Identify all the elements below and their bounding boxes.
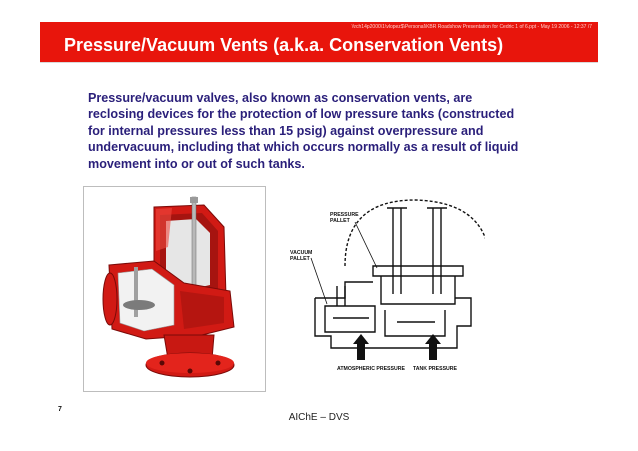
- pressure-pallet-label: PRESSURE PALLET: [330, 212, 359, 224]
- file-path-text: \\rch14p2000\1\vlopez$\Personal\KBR Road…: [351, 24, 592, 30]
- footer-text: AIChE – DVS: [288, 412, 350, 423]
- slide-title: Pressure/Vacuum Vents (a.k.a. Conservati…: [64, 35, 504, 55]
- valve-photo: [83, 186, 266, 392]
- body-paragraph: Pressure/vacuum valves, also known as co…: [88, 91, 519, 171]
- tank-pressure-label: TANK PRESSURE: [413, 366, 458, 372]
- title-banner: \\rch14p2000\1\vlopez$\Personal\KBR Road…: [40, 22, 598, 62]
- schematic-linework: [310, 199, 485, 360]
- atmospheric-pressure-label: ATMOSPHERIC PRESSURE: [337, 366, 405, 372]
- vacuum-pallet-label: VACUUM PALLET: [290, 250, 313, 262]
- page-number: 7: [58, 406, 62, 413]
- valve-cutaway-illustration: [102, 196, 235, 378]
- title-underline: [40, 62, 598, 63]
- vent-schematic-diagram: PRESSURE PALLET VACUUM PALLET ATMOSPHERI…: [285, 186, 485, 388]
